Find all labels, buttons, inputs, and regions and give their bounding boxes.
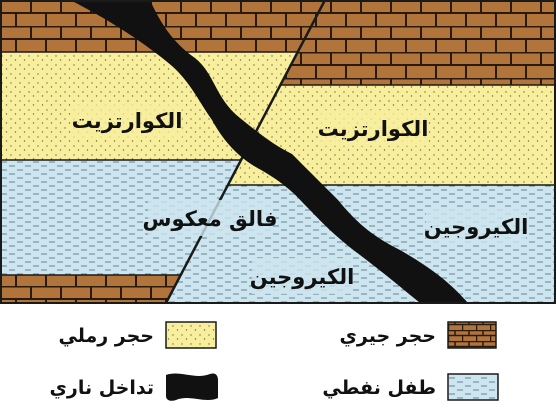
label-quartzite-right: الكوارتزيت <box>318 117 429 141</box>
legend-label-igneous-intrusion: تداخل ناري <box>49 377 154 400</box>
label-kerogen-right: الكيروجين <box>424 215 529 239</box>
label-kerogen-bottom: الكيروجين <box>250 265 355 289</box>
label-reverse-fault: فالق معكوس <box>143 207 278 231</box>
oil-shale-swatch <box>447 373 499 401</box>
label-quartzite-left: الكوارتزيت <box>72 109 183 133</box>
limestone-swatch <box>447 321 497 349</box>
legend-label-oil-shale: طفل نفطي <box>322 377 436 399</box>
legend-item-sandstone: حجر رملي <box>58 321 217 349</box>
legend-label-limestone: حجر جيري <box>339 325 436 348</box>
legend-item-limestone: حجر جيري <box>339 321 497 349</box>
igneous-intrusion <box>70 0 468 303</box>
intrusion-swatch <box>166 373 218 401</box>
legend-label-sandstone: حجر رملي <box>58 325 154 347</box>
legend: حجر رملي حجر جيري تداخل ناري طفل نفطي <box>49 321 499 401</box>
sandstone-swatch <box>165 321 217 349</box>
diagram-labels: الكوارتزيت الكوارتزيت فالق معكوس الكيروج… <box>72 102 529 294</box>
legend-item-igneous-intrusion: تداخل ناري <box>49 373 218 401</box>
legend-item-oil-shale: طفل نفطي <box>322 373 499 401</box>
